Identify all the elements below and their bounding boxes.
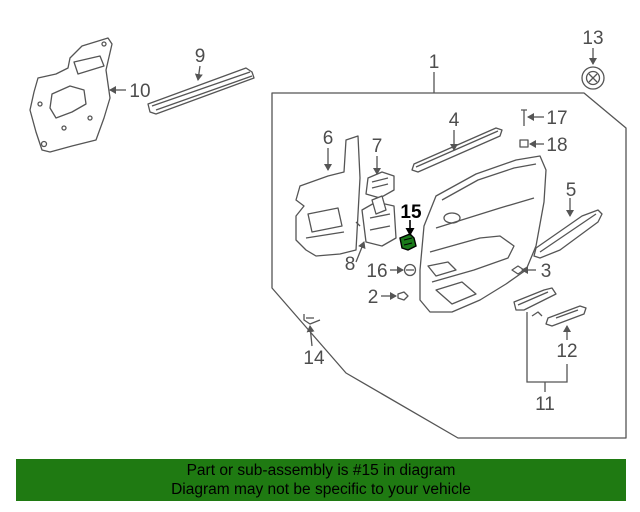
callout-labels: 1 2 3 4 5 6 7 8 9 10 11 12 13 14 15 16 1… — [129, 28, 603, 415]
banner-line-1: Part or sub-assembly is #15 in diagram — [186, 462, 456, 479]
part-17-shape — [521, 109, 527, 126]
callout-11: 11 — [535, 394, 555, 415]
callout-9: 9 — [195, 46, 206, 67]
door-trim-outline — [271, 92, 627, 439]
callout-15: 15 — [400, 202, 422, 223]
part-6-shape — [295, 135, 361, 257]
door-panel-shape — [419, 155, 547, 313]
callout-5: 5 — [566, 180, 577, 201]
part-18-shape — [519, 139, 529, 148]
callout-4: 4 — [449, 110, 460, 131]
callout-3: 3 — [541, 261, 552, 282]
callout-12: 12 — [556, 341, 577, 362]
callout-2: 2 — [368, 287, 379, 308]
callout-16: 16 — [366, 261, 387, 282]
banner-line-2: Diagram may not be specific to your vehi… — [171, 481, 471, 498]
part-2-shape — [397, 291, 409, 301]
part-5-shape — [533, 209, 603, 259]
part-10-shape — [29, 37, 113, 153]
part-11-shape — [513, 287, 557, 317]
part-12-shape — [545, 305, 587, 327]
part-7-shape — [365, 171, 395, 199]
parts-diagram: 1 2 3 4 5 6 7 8 9 10 11 12 13 14 15 16 1… — [29, 28, 627, 439]
part-16-shape — [403, 263, 417, 277]
callout-17: 17 — [546, 108, 567, 129]
callout-14: 14 — [303, 348, 325, 369]
callout-7: 7 — [372, 136, 383, 157]
callout-8: 8 — [345, 254, 356, 275]
leader-lines — [109, 48, 597, 392]
part-9-shape — [147, 67, 255, 115]
part-13-shape — [581, 66, 605, 90]
callout-6: 6 — [323, 128, 334, 149]
callout-1: 1 — [429, 52, 440, 73]
info-banner: Part or sub-assembly is #15 in diagram D… — [16, 459, 626, 501]
callout-13: 13 — [582, 28, 603, 49]
callout-18: 18 — [546, 135, 567, 156]
part-8-shape — [355, 195, 397, 247]
part-14-shape — [303, 314, 321, 325]
part-15-shape — [399, 233, 417, 251]
callout-10: 10 — [129, 81, 150, 102]
part-4-shape — [411, 127, 503, 173]
